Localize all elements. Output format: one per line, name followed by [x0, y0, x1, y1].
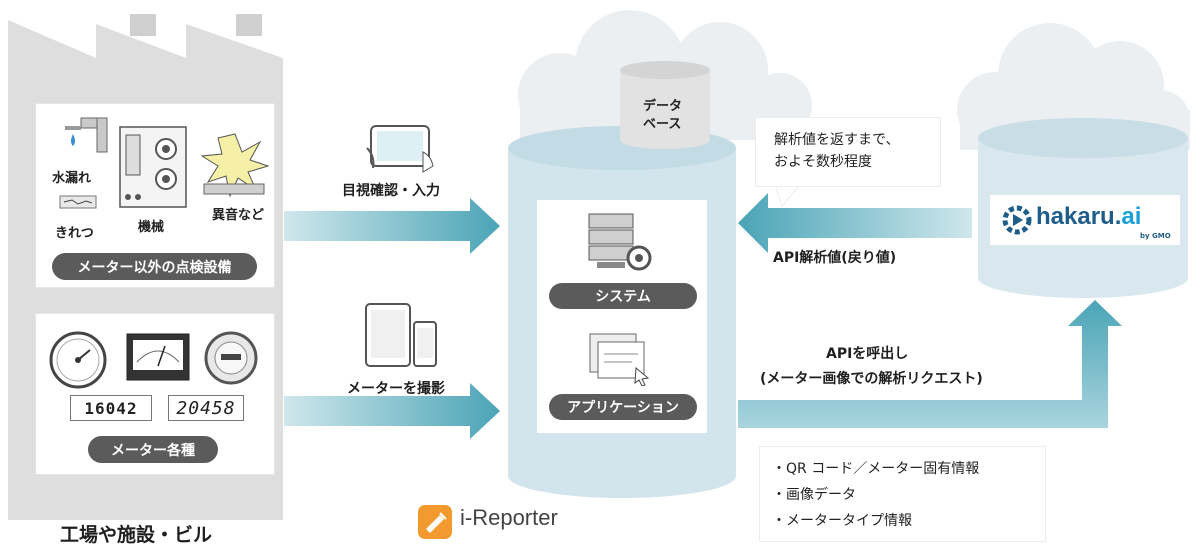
analog-meter-icon — [126, 333, 190, 381]
arrow-api-call — [738, 300, 1122, 428]
i-reporter-logo-icon — [418, 505, 452, 539]
application-window-icon — [589, 333, 650, 386]
product-name: i-Reporter — [460, 505, 558, 530]
response-time-line2: およそ数秒程度 — [774, 154, 872, 170]
tablet-hand-icon — [366, 125, 434, 173]
electric-meter-icon — [204, 331, 258, 385]
database-label-line1: データ — [643, 99, 683, 114]
request-item-image: ・画像データ — [772, 487, 856, 503]
api-call-label-line2: (メーター画像での解析リクエスト) — [760, 371, 983, 387]
arrow-photo-meter — [284, 383, 500, 439]
pipe-leak-icon — [65, 117, 108, 153]
hakaru-logo-text: hakaru.ai — [1036, 203, 1141, 231]
database-cylinder — [620, 61, 710, 149]
phone-tablet-icon — [365, 303, 437, 367]
application-pill: アプリケーション — [549, 394, 697, 420]
digital-counter-2: 20458 — [168, 395, 244, 421]
crack-icon — [59, 195, 97, 209]
api-return-label: API解析値(戻り値) — [773, 250, 897, 266]
arrow-api-return — [738, 193, 972, 253]
response-time-bubble: 解析値を返すまで、 およそ数秒程度 — [756, 118, 940, 186]
noise-label: 異音など — [212, 208, 265, 223]
server-gear-icon — [588, 213, 652, 271]
arrow-visual-input — [284, 198, 500, 254]
request-item-qr: ・QR コード／メーター固有情報 — [772, 461, 980, 477]
machine-label: 機械 — [138, 220, 165, 235]
factory-title: 工場や施設・ビル — [60, 524, 213, 546]
api-call-label-line1: APIを呼出し — [826, 346, 909, 362]
photo-meter-label: メーターを撮影 — [347, 381, 445, 397]
pressure-gauge-icon — [49, 331, 107, 389]
hakaru-gear-icon — [1002, 205, 1032, 235]
hakaru-logo-word: hakaru. — [1036, 203, 1122, 230]
noise-spark-icon — [200, 133, 270, 198]
machine-icon — [119, 126, 187, 208]
water-leak-label: 水漏れ — [52, 171, 92, 186]
crack-label: きれつ — [55, 226, 94, 241]
hakaru-logo-ai: ai — [1121, 203, 1142, 230]
response-time-line1: 解析値を返すまで、 — [774, 132, 900, 148]
database-label-line2: ベース — [643, 117, 682, 132]
hakaru-logo-by: by GMO — [1140, 232, 1171, 240]
request-item-type: ・メータータイプ情報 — [772, 513, 912, 529]
digital-counter-1: 16042 — [70, 395, 152, 421]
meters-pill: メーター各種 — [88, 436, 218, 463]
equipment-pill: メーター以外の点検設備 — [52, 253, 257, 280]
system-pill: システム — [549, 283, 697, 309]
visual-input-label: 目視確認・入力 — [342, 183, 440, 199]
request-info-bubble: ・QR コード／メーター固有情報 ・画像データ ・メータータイプ情報 — [760, 447, 1045, 541]
